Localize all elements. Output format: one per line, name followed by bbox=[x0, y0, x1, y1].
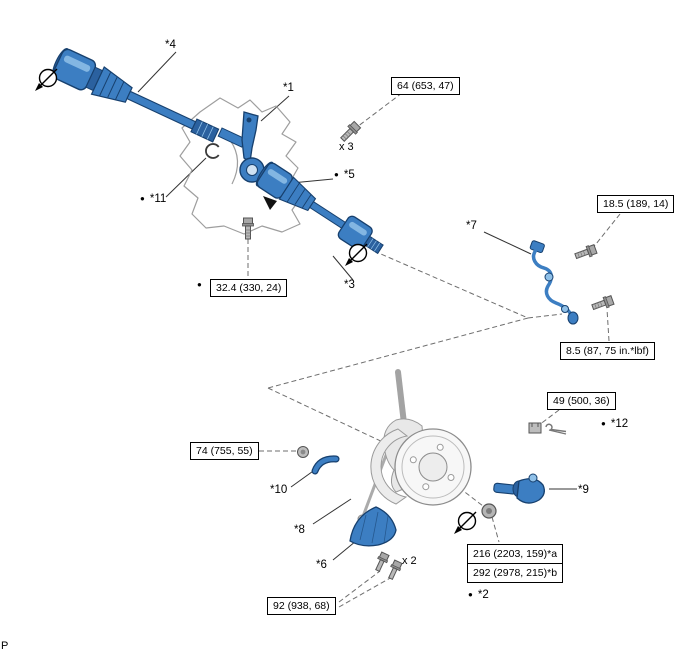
circle-slash-arrow-symbol bbox=[35, 68, 477, 534]
callout-label: *2 bbox=[477, 589, 489, 601]
callout-10: *10 bbox=[270, 484, 287, 496]
torque-box-18: 18.5 (189, 14) bbox=[597, 195, 675, 213]
callout-label: *10 bbox=[270, 484, 288, 496]
torque-line-b: 292 (2978, 215)*b bbox=[473, 567, 558, 579]
callout-label: *1 bbox=[283, 82, 294, 94]
bolt-icon bbox=[242, 120, 615, 581]
torque-box-64: 64 (653, 47) bbox=[391, 77, 460, 95]
dust-deflector bbox=[349, 506, 397, 547]
drive-shaft-rh bbox=[255, 161, 384, 255]
bullet-icon: ● bbox=[468, 590, 473, 599]
inner-shaft-bearing-bracket bbox=[217, 111, 265, 183]
direction-arrow-icon bbox=[263, 196, 277, 210]
callout-12: ● *12 bbox=[601, 418, 628, 430]
callout-9: *9 bbox=[578, 484, 589, 496]
callout-3: *3 bbox=[344, 279, 355, 291]
callout-7: *7 bbox=[466, 220, 477, 232]
torque-box-32: 32.4 (330, 24) bbox=[210, 279, 288, 297]
quantity-x2: x 2 bbox=[402, 555, 417, 567]
callout-11: ● *11 bbox=[140, 193, 166, 205]
callout-label: *7 bbox=[466, 220, 477, 232]
callout-2: ● *2 bbox=[468, 589, 489, 601]
transaxle-outline bbox=[179, 97, 303, 235]
callout-label: *9 bbox=[578, 484, 589, 496]
callout-label: *12 bbox=[610, 418, 629, 430]
tie-rod-end bbox=[493, 473, 545, 504]
non-reusable-bullet: ● bbox=[197, 281, 202, 289]
quantity-x3: x 3 bbox=[339, 141, 354, 153]
callout-label: *8 bbox=[294, 524, 305, 536]
retainer-clip bbox=[311, 455, 340, 475]
callout-6: *6 bbox=[316, 559, 327, 571]
torque-box-92: 92 (938, 68) bbox=[267, 597, 336, 615]
callout-1: *1 bbox=[283, 82, 294, 94]
torque-box-49: 49 (500, 36) bbox=[547, 392, 616, 410]
torque-box-74: 74 (755, 55) bbox=[190, 442, 259, 460]
torque-line-a: 216 (2203, 159)*a bbox=[468, 545, 563, 564]
bullet-icon: ● bbox=[601, 419, 606, 428]
callout-label: *4 bbox=[165, 39, 176, 51]
callout-leader-lines bbox=[137, 51, 577, 561]
steering-knuckle-assembly bbox=[357, 369, 472, 524]
bullet-icon: ● bbox=[334, 170, 339, 179]
bullet-icon: ● bbox=[197, 280, 202, 289]
torque-box-hub-nut: 216 (2203, 159)*a 292 (2978, 215)*b bbox=[467, 544, 564, 583]
callout-5: ● *5 bbox=[334, 169, 355, 181]
callout-label: *3 bbox=[344, 279, 355, 291]
callout-8: *8 bbox=[294, 524, 305, 536]
drive-shaft-lh bbox=[51, 48, 220, 143]
abs-sensor-wire bbox=[529, 240, 579, 325]
callout-label: *11 bbox=[149, 193, 167, 205]
torque-box-85: 8.5 (87, 75 in.*lbf) bbox=[560, 342, 655, 360]
bullet-icon: ● bbox=[140, 194, 145, 203]
cotter-pin-icon bbox=[545, 423, 567, 435]
page-watermark: P bbox=[1, 640, 9, 652]
callout-4: *4 bbox=[165, 39, 176, 51]
callout-label: *5 bbox=[343, 169, 355, 181]
callout-label: *6 bbox=[316, 559, 327, 571]
